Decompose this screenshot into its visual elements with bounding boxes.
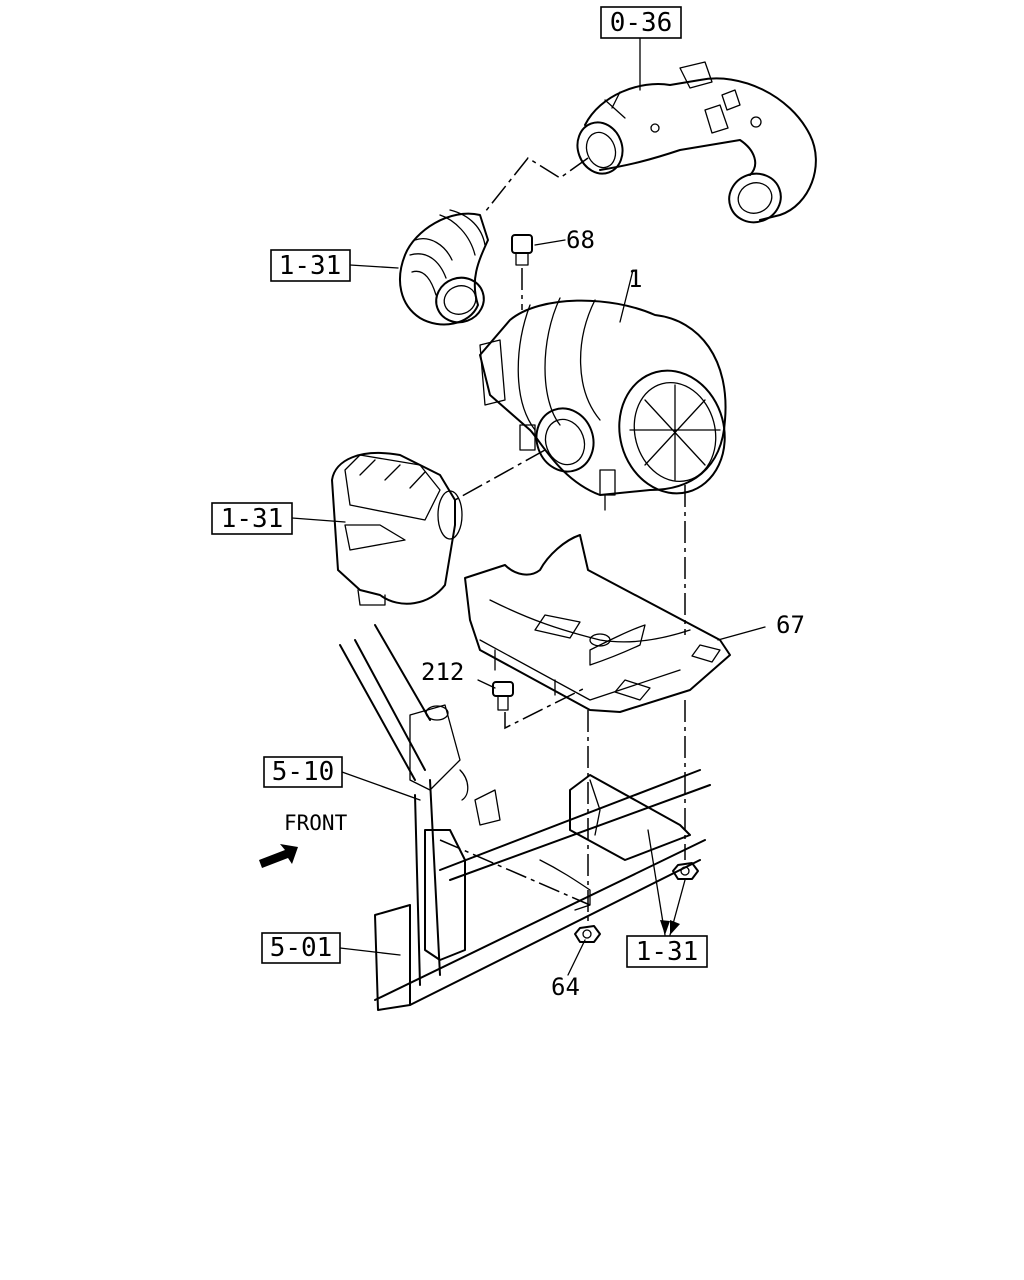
ref-box-1-31-hose: 1-31 xyxy=(270,249,351,282)
part-number-68: 68 xyxy=(566,226,595,254)
part-number-64: 64 xyxy=(551,973,580,1001)
ref-box-5-10: 5-10 xyxy=(263,756,343,788)
outlet-pipe xyxy=(576,61,817,224)
part-number-1: 1 xyxy=(628,265,642,293)
part-number-212: 212 xyxy=(421,658,464,686)
ref-box-1-31-bracket: 1-31 xyxy=(626,935,708,968)
ref-label-5-10: 5-10 xyxy=(272,757,335,787)
nut-64 xyxy=(574,925,601,943)
air-cleaner xyxy=(479,297,727,511)
alignment-lines xyxy=(439,157,686,925)
ref-box-1-31-duct: 1-31 xyxy=(211,502,293,535)
nut-bracket xyxy=(672,862,699,880)
ref-box-0-36: 0-36 xyxy=(600,6,682,39)
part-number-67: 67 xyxy=(776,611,805,639)
front-arrow-icon xyxy=(259,844,298,868)
ref-box-5-01: 5-01 xyxy=(261,932,341,964)
ref-label-1-31-duct: 1-31 xyxy=(221,504,284,534)
front-label: FRONT xyxy=(284,811,348,835)
air-hose xyxy=(399,209,489,326)
ref-label-5-01: 5-01 xyxy=(270,933,333,963)
bolt-68 xyxy=(511,234,533,266)
leader-lines xyxy=(291,37,766,976)
ref-label-1-31-hose: 1-31 xyxy=(279,251,342,281)
ref-label-1-31-bracket: 1-31 xyxy=(636,937,699,967)
inlet-duct xyxy=(331,451,463,606)
ref-label-0-36: 0-36 xyxy=(610,8,673,38)
mounting-tray xyxy=(464,534,731,713)
frame-rails xyxy=(339,624,711,1011)
bolt-212 xyxy=(492,681,514,711)
